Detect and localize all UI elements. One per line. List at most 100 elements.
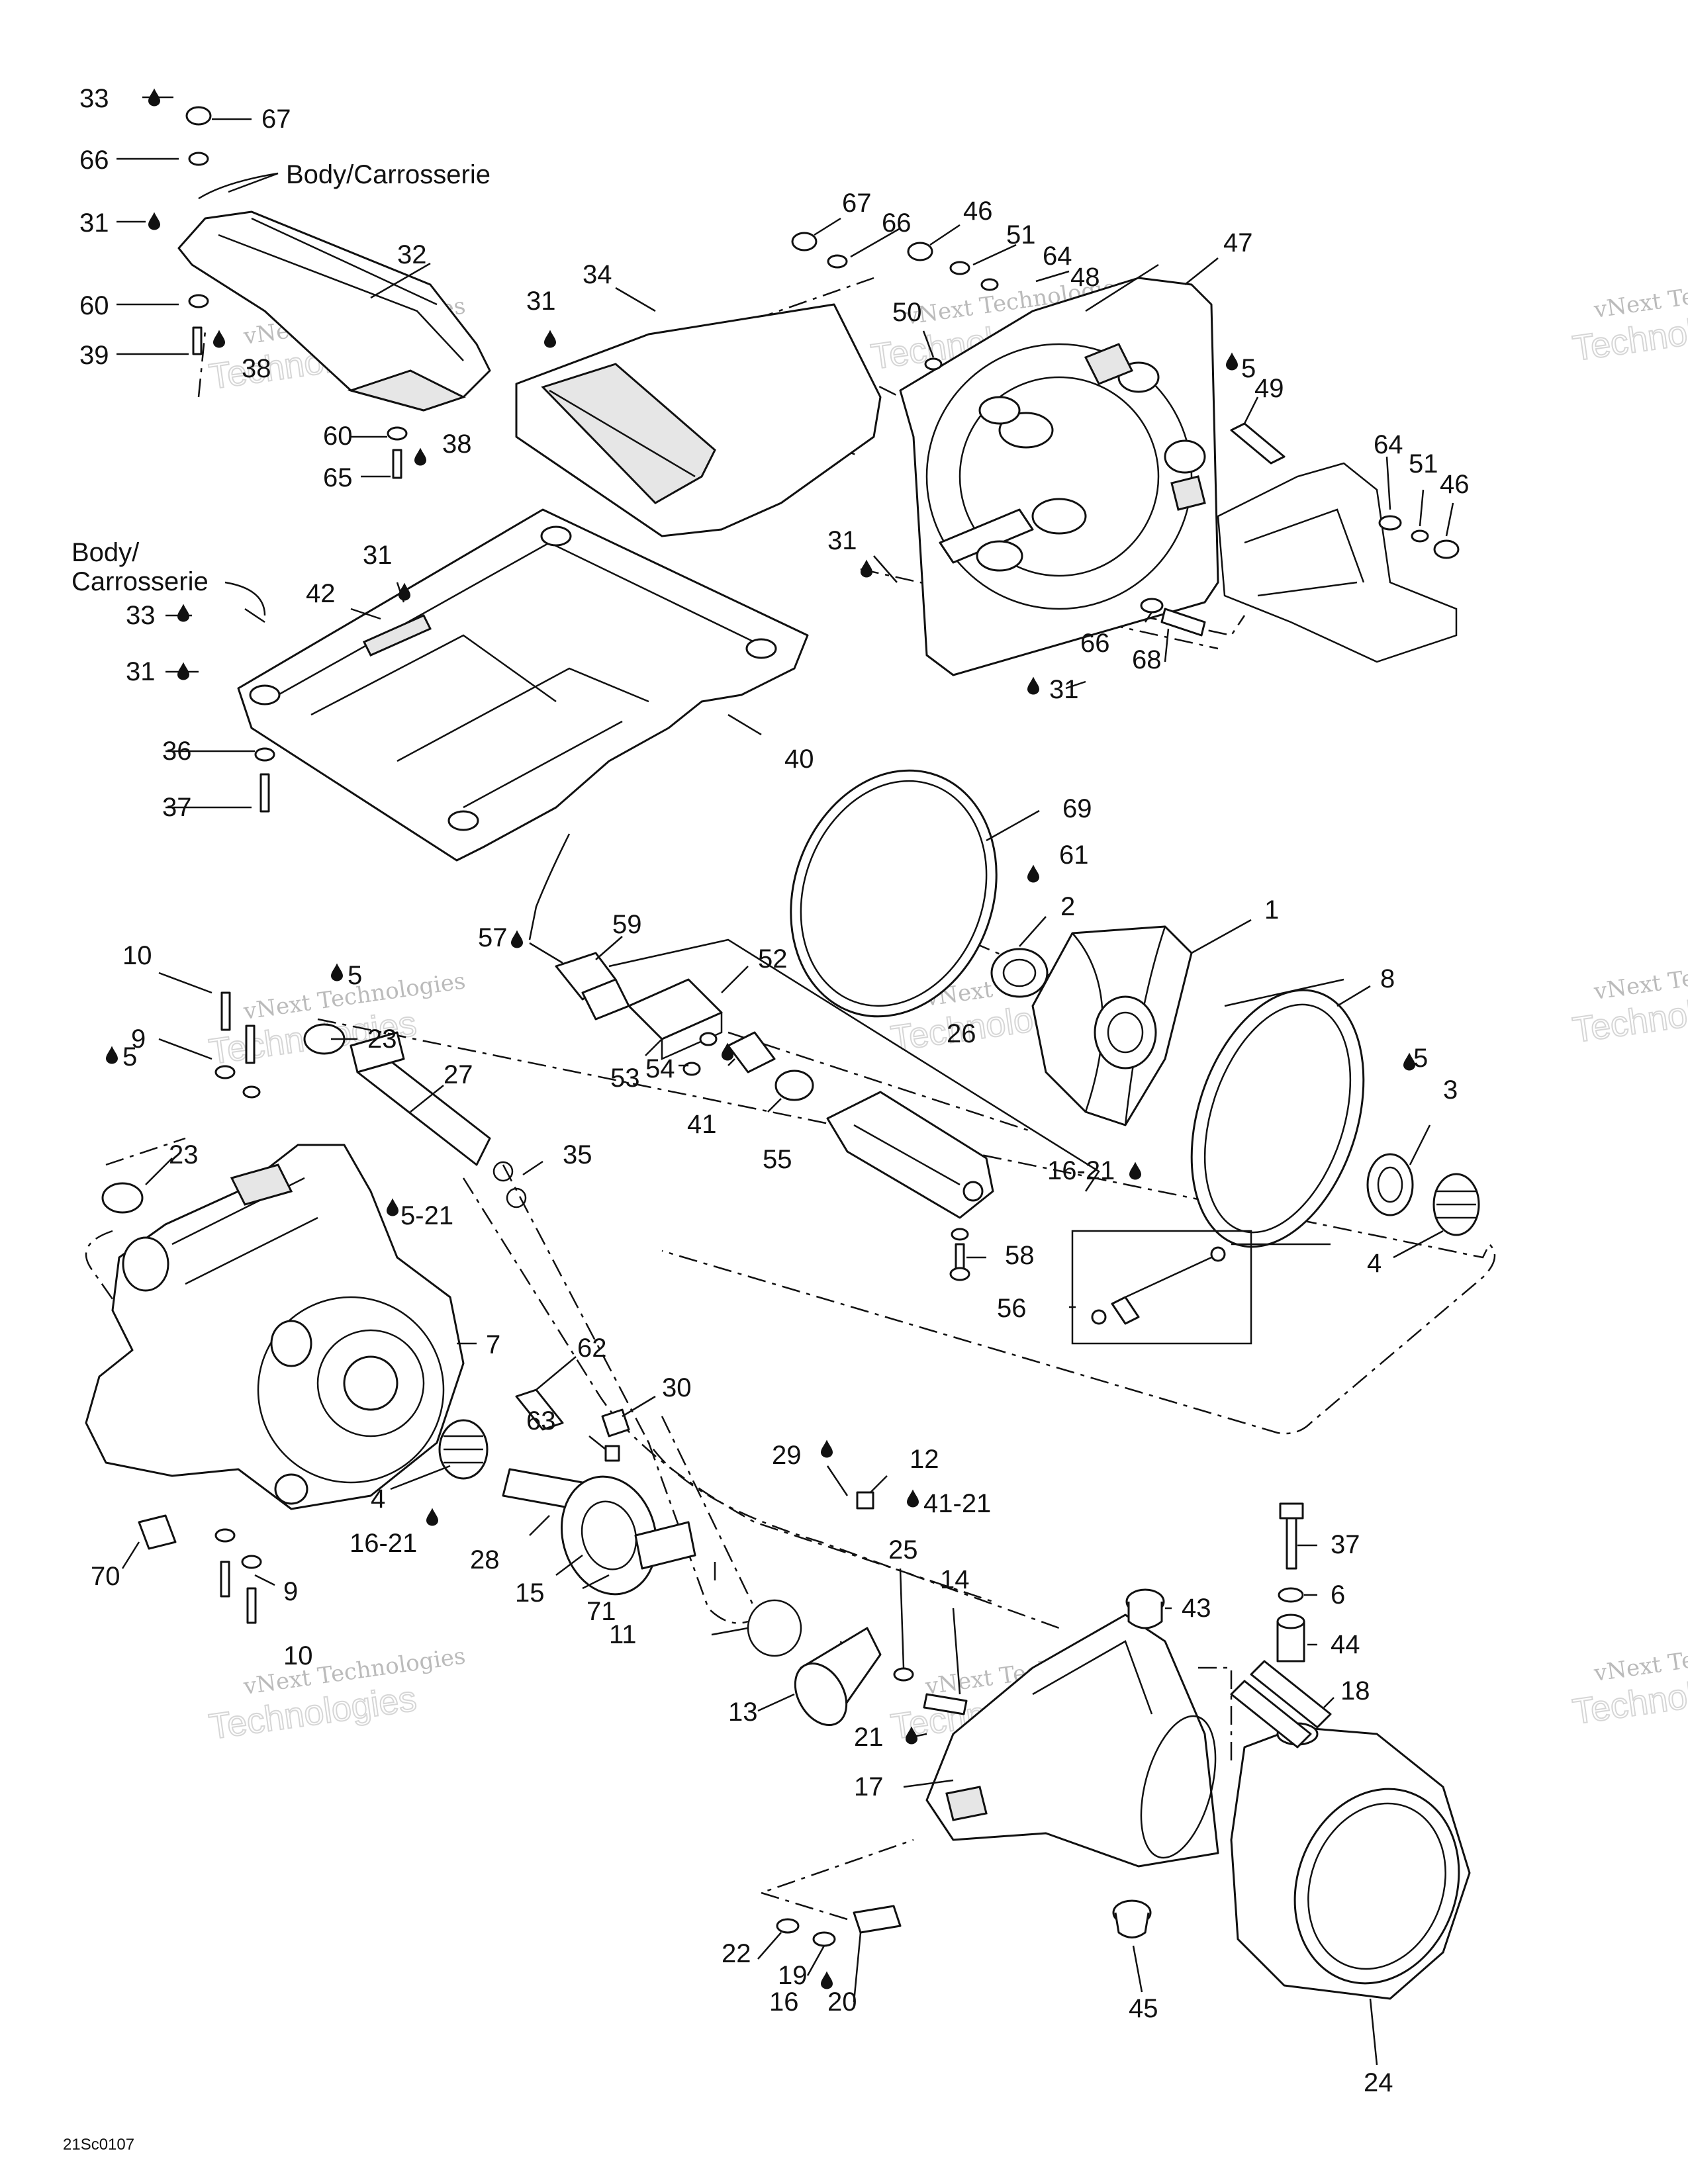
washer xyxy=(1411,529,1429,543)
washer xyxy=(924,357,943,371)
callout-label: 66 xyxy=(882,208,912,238)
callout-label: 1 xyxy=(1264,895,1279,925)
lubricant-drop-icon xyxy=(1027,864,1039,883)
callout-label: 49 xyxy=(1254,374,1284,403)
callout-label: 13 xyxy=(728,1698,758,1727)
washer xyxy=(241,1555,262,1569)
watermark: vNext Technologies Technologies xyxy=(1570,1629,1688,1733)
callout-label: 64 xyxy=(1043,242,1072,271)
part-35-o-rings xyxy=(492,1161,527,1208)
callout-label: 25 xyxy=(888,1535,918,1565)
callout-label: 6 xyxy=(1331,1580,1345,1610)
callout-label: 32 xyxy=(397,240,427,269)
callout-label: 37 xyxy=(162,793,192,822)
callout-label: 66 xyxy=(79,146,109,175)
callout-label: 5 xyxy=(1241,354,1256,383)
washer xyxy=(949,261,970,275)
nut xyxy=(682,1062,701,1076)
part-43-grommet xyxy=(1125,1588,1165,1629)
callout-label: 36 xyxy=(162,737,192,766)
lubricant-drop-icon xyxy=(106,1046,118,1064)
body-note-top: Body/Carrosserie xyxy=(286,160,491,189)
callout-label: 43 xyxy=(1182,1594,1211,1623)
callout-label: 23 xyxy=(367,1024,397,1054)
callout-label: 35 xyxy=(563,1140,592,1169)
callout-label: 5-21 xyxy=(400,1201,453,1230)
callout-label: 11 xyxy=(609,1620,637,1649)
watermark: vNext Technologies Technologies xyxy=(206,1643,467,1747)
bolt-head xyxy=(1279,1502,1304,1520)
callout-label: 33 xyxy=(126,601,156,630)
callout-label: 44 xyxy=(1331,1630,1360,1659)
callout-label: 40 xyxy=(784,745,814,774)
nut xyxy=(791,232,818,251)
callout-label: 55 xyxy=(763,1145,792,1174)
callout-label: 45 xyxy=(1129,1994,1158,2023)
callout-label: 51 xyxy=(1409,449,1438,478)
part-69-drive-belt xyxy=(790,769,998,1018)
part-62-screw xyxy=(515,1388,564,1431)
set-screw xyxy=(856,1491,874,1510)
lubricant-drop-icon xyxy=(148,212,160,230)
callout-label: 62 xyxy=(577,1334,607,1363)
callout-label: 14 xyxy=(940,1565,970,1594)
callout-label: 24 xyxy=(1364,2068,1393,2097)
callout-label: 42 xyxy=(306,579,336,608)
lubricant-drop-icon xyxy=(511,930,523,948)
nut xyxy=(185,106,212,126)
part-41-fitting xyxy=(727,1031,776,1073)
callout-label: 4 xyxy=(1367,1249,1382,1278)
callout-label: 9 xyxy=(283,1577,298,1606)
part-24-steering-nozzle xyxy=(1230,1722,1471,2000)
part-18-pins xyxy=(1230,1660,1332,1749)
callout-label: 29 xyxy=(772,1441,802,1470)
callout-label: 41-21 xyxy=(923,1489,991,1518)
callout-label: 61 xyxy=(1059,841,1089,870)
callout-label: 57 xyxy=(478,923,508,952)
part-20-bolt xyxy=(853,1905,902,1934)
leader-lines xyxy=(117,96,1454,2066)
bolt xyxy=(259,773,270,813)
drawing-code: 21Sc0107 xyxy=(63,2136,134,2154)
callout-label: 31 xyxy=(1049,675,1079,704)
body-note-left-line2: Carrosserie xyxy=(71,567,209,596)
bolt xyxy=(246,1587,257,1624)
part-44-bushing xyxy=(1276,1614,1305,1662)
part-23-bushing-lower xyxy=(101,1182,144,1214)
callout-label: 34 xyxy=(583,260,612,289)
callout-label: 68 xyxy=(1132,645,1162,674)
washer xyxy=(214,1528,236,1543)
washer xyxy=(812,1931,836,1947)
lubricant-drop-icon xyxy=(907,1489,919,1508)
part-52-reverse-kit-frame xyxy=(608,938,1100,1192)
callout-label: 37 xyxy=(1331,1530,1360,1559)
callout-label: 8 xyxy=(1380,964,1395,993)
callout-label: 5 xyxy=(348,961,362,990)
part-4-needle-bearing-left xyxy=(438,1419,489,1480)
part-34-side-cover xyxy=(515,303,882,537)
lubricant-drop-icon xyxy=(821,1971,833,1989)
washer xyxy=(1378,515,1402,531)
callout-label: 71 xyxy=(586,1597,616,1626)
part-27-shaft-tube xyxy=(350,1031,491,1166)
part-59-connector xyxy=(555,952,630,1021)
body-note-left-line1: Body/ xyxy=(71,538,140,567)
callout-label: 19 xyxy=(778,1961,808,1990)
part-3-seal xyxy=(1366,1153,1414,1216)
part-47-housing-cover xyxy=(899,277,1219,676)
watermark: vNext Technologies Technologies xyxy=(206,968,467,1072)
callout-label: 41 xyxy=(687,1110,717,1139)
part-40-lower-tray xyxy=(237,508,809,862)
callout-label: 10 xyxy=(122,941,152,970)
callout-label: 63 xyxy=(526,1406,556,1435)
part-15-seal-carrier xyxy=(560,1475,696,1596)
callout-label: 53 xyxy=(610,1064,640,1093)
callout-label: 31 xyxy=(126,657,156,686)
callout-label: 69 xyxy=(1062,794,1092,823)
reverse-actuator xyxy=(826,1091,994,1219)
lubricant-drop-icon xyxy=(177,662,189,680)
callout-label: 5 xyxy=(122,1042,137,1071)
part-45-grommet xyxy=(1112,1899,1152,1938)
mounting-bracket-ghost xyxy=(1217,462,1458,663)
watermark: vNext Technologies Technologies xyxy=(1570,266,1688,369)
